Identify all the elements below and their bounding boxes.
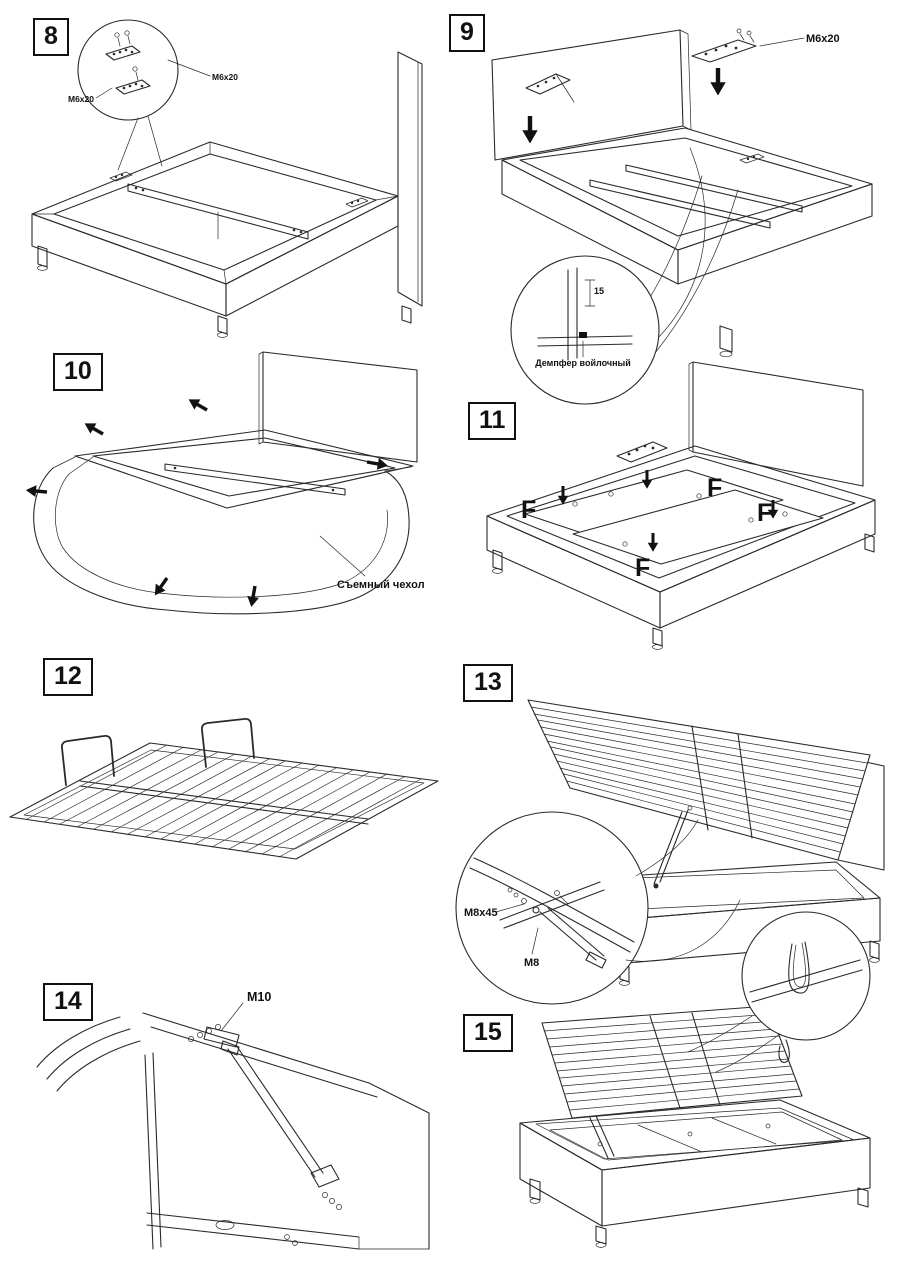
bolt-label-m6x20-left: M6x20	[68, 87, 113, 104]
force-letter: F	[521, 496, 536, 524]
cover-label: Съемный чехол	[319, 535, 425, 591]
step-9-panel: M6x20	[440, 8, 900, 433]
headboard	[491, 29, 692, 161]
step-14-panel: M10	[25, 985, 437, 1275]
step-11-drawing: F F F F	[486, 361, 876, 650]
lid-slat-edges	[36, 1012, 378, 1098]
step-13-drawing: M8x45 M8	[455, 699, 885, 1005]
force-letter: F	[757, 499, 772, 527]
floating-bracket	[691, 28, 757, 63]
slats	[26, 744, 422, 858]
bed-frame	[501, 127, 873, 285]
step-8-panel: M6x20 M6x20	[10, 8, 430, 338]
damper-detail-circle: 15 Демпфер войлочный	[510, 255, 660, 405]
step-8-drawing: M6x20 M6x20	[31, 19, 423, 338]
bolt-label-m8x45: M8x45	[464, 907, 498, 919]
felt-damper-label: Демпфер войлочный	[535, 358, 630, 368]
svg-text:M6x20: M6x20	[212, 72, 238, 82]
step-13-panel: M8x45 M8	[440, 660, 900, 1012]
center-rail	[127, 183, 309, 240]
svg-text:M6x20: M6x20	[806, 33, 840, 45]
direction-arrows	[25, 399, 388, 607]
down-arrow	[647, 533, 659, 552]
lifted-slat-lid	[541, 1005, 803, 1119]
strut-detail-circle: M8x45 M8	[455, 811, 649, 1005]
bolt-label-m10: M10	[220, 990, 271, 1032]
force-marks: F F F F	[521, 470, 779, 582]
step-10-drawing: Съемный чехол	[25, 351, 425, 615]
legs	[529, 1178, 869, 1248]
gas-strut	[589, 1115, 615, 1159]
nut-label-m8: M8	[524, 957, 539, 969]
gas-strut	[220, 1040, 342, 1246]
strap-loop	[778, 1039, 790, 1063]
step-14-number: 14	[43, 983, 93, 1021]
headboard	[688, 361, 864, 487]
step-12-panel	[0, 685, 445, 875]
down-arrow	[710, 68, 726, 96]
gas-strut	[653, 805, 693, 889]
step-9-drawing: M6x20	[491, 28, 873, 405]
headboard	[258, 351, 418, 463]
bed-frame	[74, 429, 414, 509]
bed-frame	[519, 1099, 871, 1227]
leader-curves	[687, 1015, 781, 1073]
step-14-drawing: M10	[36, 990, 430, 1250]
floating-bracket	[616, 441, 668, 463]
magnifier-circle	[77, 19, 179, 171]
step-8-number: 8	[33, 18, 69, 56]
step-10-number: 10	[53, 353, 103, 391]
step-13-number: 13	[463, 664, 513, 702]
frame-brackets	[109, 171, 369, 208]
handle-loops	[60, 717, 255, 786]
frame-members	[144, 1052, 430, 1250]
corner-bracket-detail	[105, 30, 151, 95]
step-10-panel: Съемный чехол	[15, 338, 435, 630]
down-arrow	[522, 116, 538, 144]
hinge-plate	[188, 1024, 240, 1048]
bolt-label-m6x20-right: M6x20	[167, 59, 238, 82]
removable-cover	[33, 456, 412, 615]
legs	[37, 245, 412, 338]
force-letter: F	[635, 554, 650, 582]
slatted-base	[9, 742, 439, 860]
dimension-label: 15	[594, 286, 604, 296]
force-letter: F	[707, 474, 722, 502]
leg	[719, 325, 733, 358]
step-9-number: 9	[449, 14, 485, 52]
legs	[492, 533, 875, 650]
svg-text:M10: M10	[247, 990, 271, 1004]
step-11-panel: F F F F	[455, 348, 900, 666]
headboard-bracket	[525, 73, 575, 103]
leader-curves	[625, 819, 741, 962]
slats	[543, 1013, 800, 1111]
bed-frame	[486, 445, 876, 629]
bed-frame	[31, 51, 423, 317]
bolt-label-m6x20: M6x20	[759, 33, 840, 47]
step-12-drawing	[9, 717, 439, 860]
step-12-number: 12	[43, 658, 93, 696]
step-11-number: 11	[468, 402, 517, 440]
strap-detail-circle	[741, 911, 871, 1041]
step-15-drawing	[519, 911, 871, 1248]
step-15-panel	[450, 911, 900, 1276]
svg-text:Съемный чехол: Съемный чехол	[337, 579, 425, 591]
svg-text:M6x20: M6x20	[68, 94, 94, 104]
down-arrow	[557, 486, 569, 505]
down-arrow	[641, 470, 653, 489]
down-arrow	[767, 500, 779, 519]
lifted-slat-lid	[527, 699, 871, 861]
step-15-number: 15	[463, 1014, 513, 1052]
bottom-panels	[524, 469, 824, 565]
